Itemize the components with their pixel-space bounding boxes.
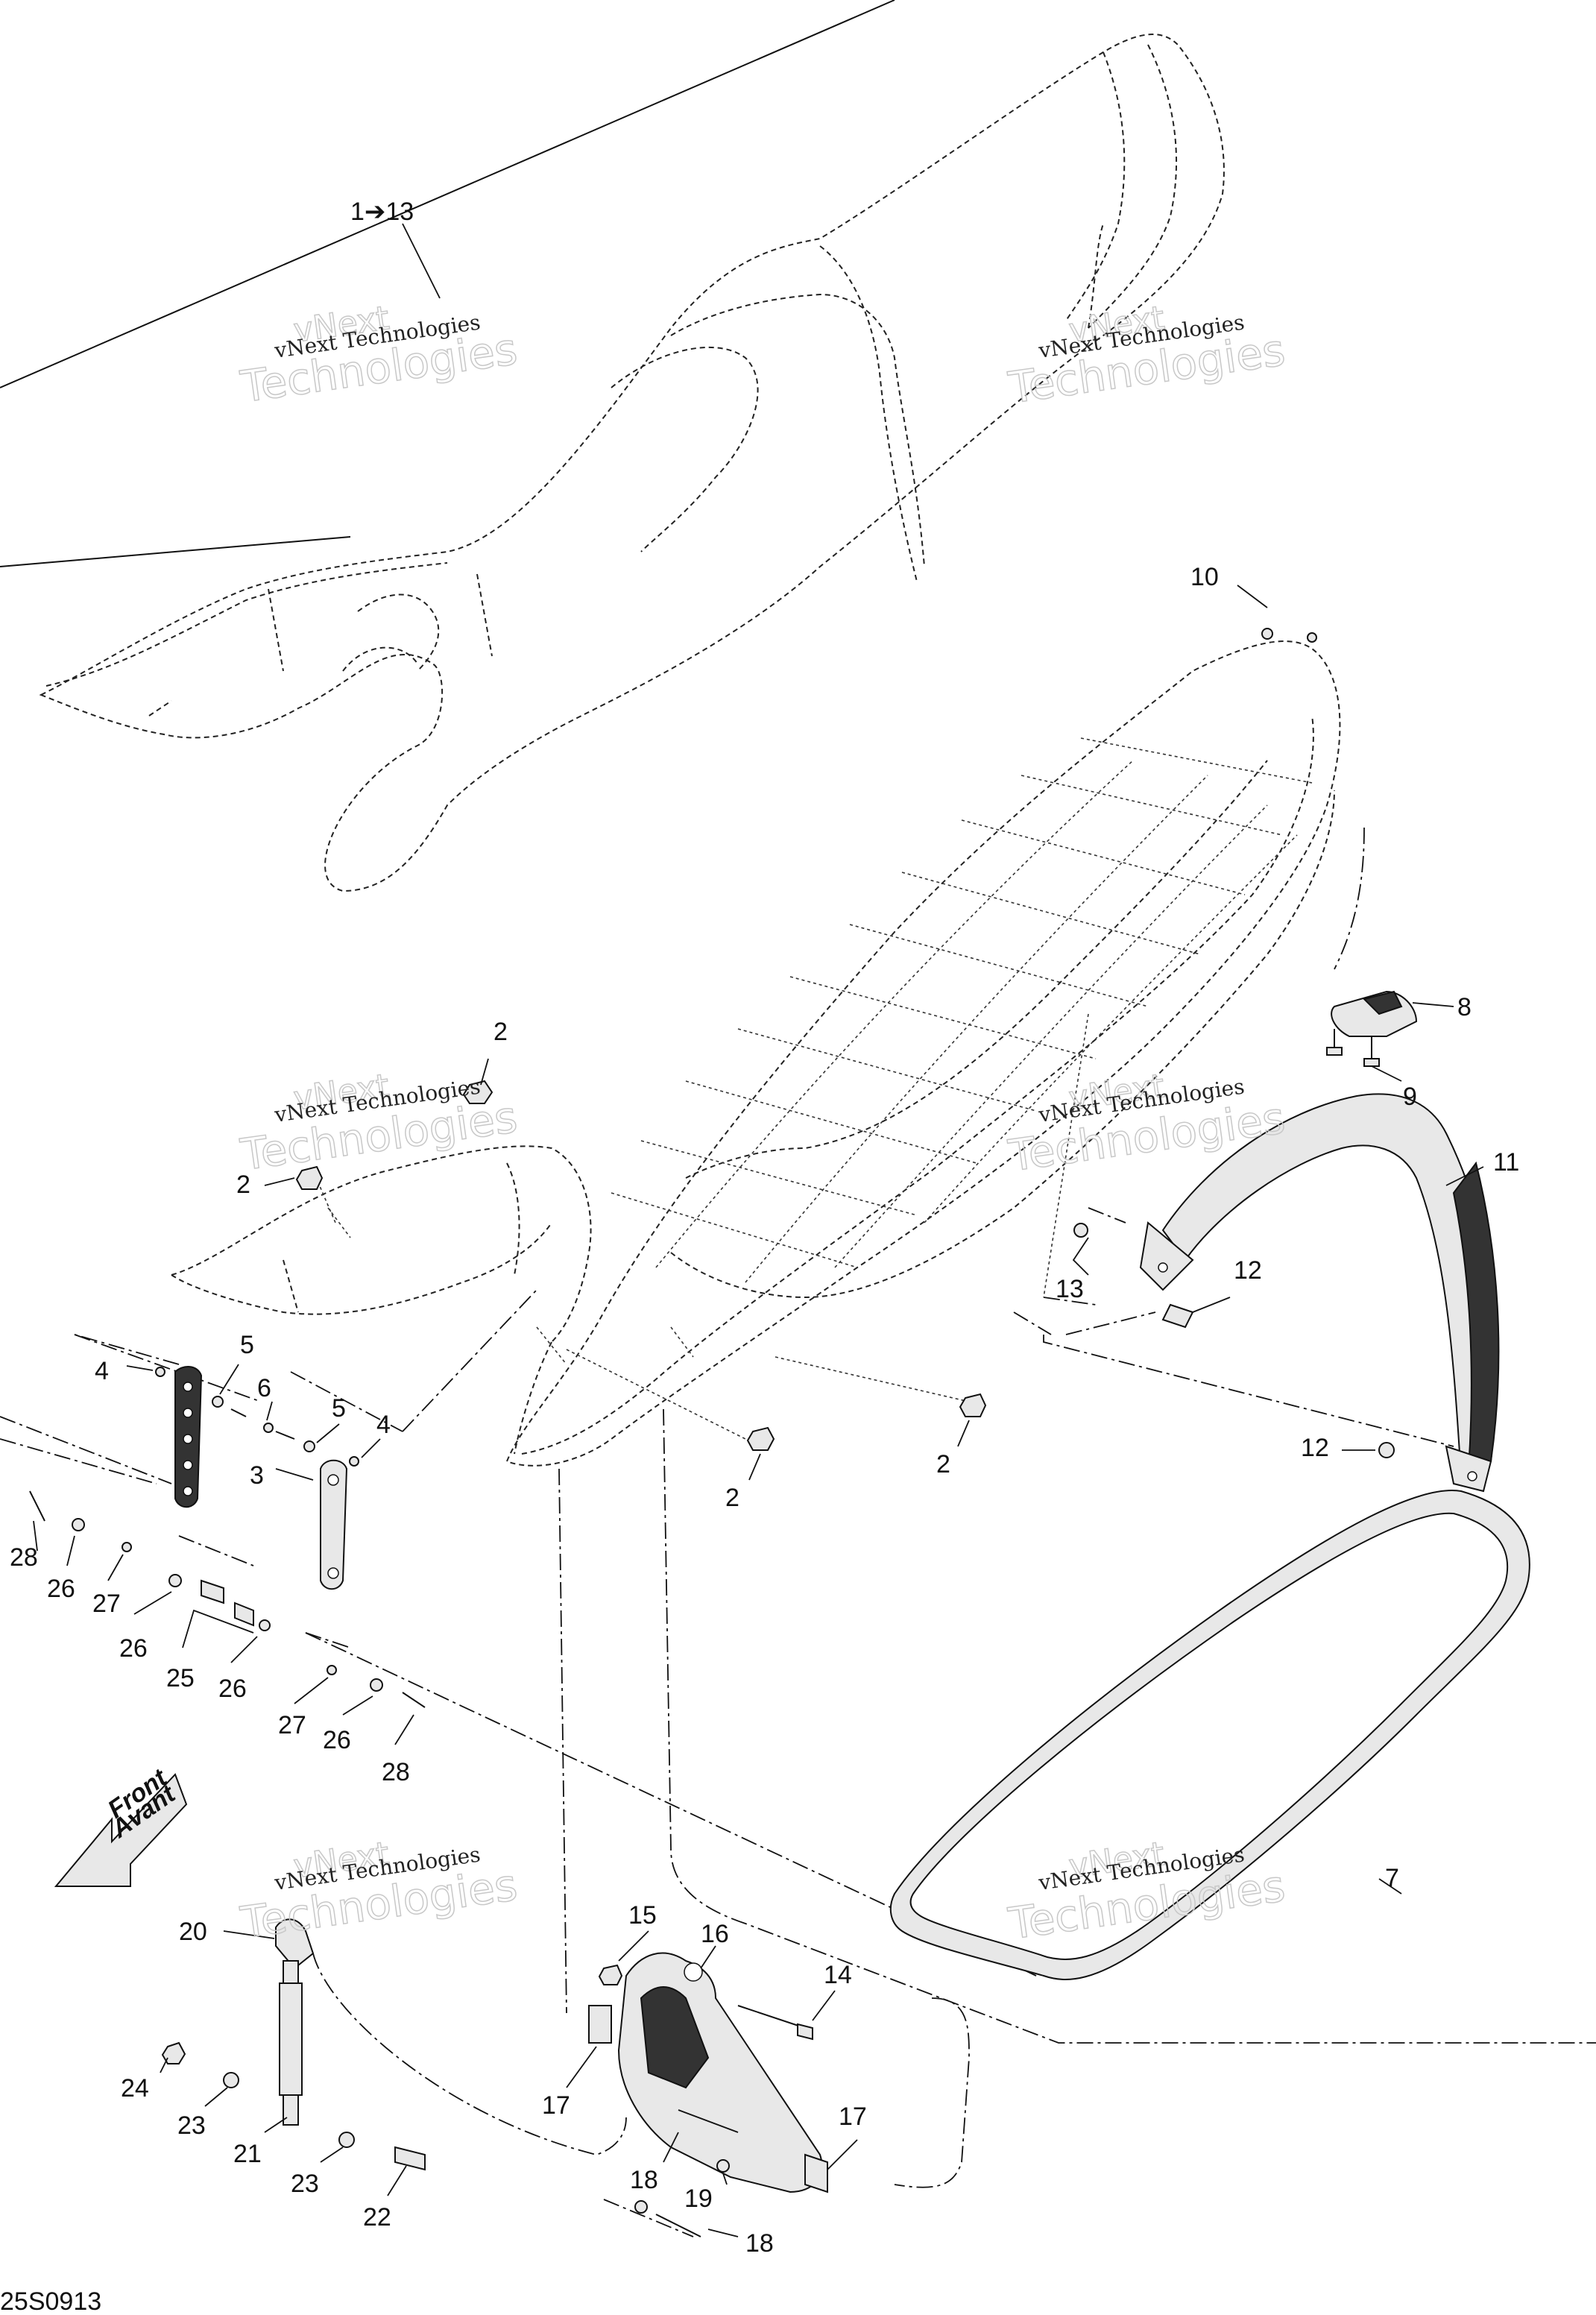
diagram-id: 25S0913 [0,2287,101,2315]
callout-2-center: 2 [725,1484,739,1512]
callout-7: 7 [1385,1864,1399,1892]
callout-21: 21 [233,2140,262,2168]
callout-17-right: 17 [839,2103,867,2131]
callout-2-right: 2 [936,1450,950,1478]
callout-19: 19 [684,2185,713,2213]
seat-gasket [889,1490,1530,1980]
callout-27-left: 27 [92,1590,121,1618]
callout-26-a: 26 [47,1575,75,1603]
callout-4-right: 4 [376,1411,391,1439]
callout-10: 10 [1190,563,1219,591]
callout-6: 6 [257,1374,271,1402]
callout-9: 9 [1403,1083,1417,1111]
callout-2-left: 2 [236,1171,250,1199]
callout-2-top: 2 [493,1018,508,1046]
nuts [295,628,1395,1458]
callout-4-left: 4 [95,1357,109,1385]
callout-28-left: 28 [10,1543,38,1572]
callout-14: 14 [824,1961,852,1989]
callout-26-b: 26 [119,1634,148,1663]
callout-23-b: 23 [291,2170,319,2198]
callout-5-left: 5 [240,1331,254,1359]
watermarks: vNext Technologies vNext Technologies vN… [237,298,1289,1950]
leader-lines [33,223,1484,2237]
callout-25: 25 [166,1664,195,1692]
callout-17-left: 17 [542,2091,570,2120]
callout-26-d: 26 [323,1726,351,1754]
callout-15: 15 [628,1901,657,1930]
callout-11: 11 [1493,1148,1519,1177]
callout-labels: 1➔13 10 8 9 11 12 13 12 2 2 2 2 4 5 6 5 … [10,198,1519,2258]
callout-20: 20 [179,1918,207,1946]
callout-16: 16 [701,1920,729,1948]
callout-28-right: 28 [382,1758,410,1786]
callout-18-bottom: 18 [745,2229,774,2258]
support-bracket [588,1952,828,2237]
callout-8: 8 [1457,993,1472,1021]
callout-3: 3 [250,1461,264,1490]
callout-5-right: 5 [332,1394,346,1423]
callout-13: 13 [1056,1275,1084,1303]
callout-22: 22 [363,2203,391,2231]
links [29,1366,426,1708]
seat-cover [0,0,1225,892]
seat-latch [1326,990,1418,1067]
callout-24: 24 [121,2074,149,2103]
callout-26-c: 26 [218,1675,247,1703]
shock-absorber [161,1918,426,2171]
seat-frame [171,640,1341,1467]
callout-23-a: 23 [177,2111,206,2140]
callout-18-top: 18 [630,2166,658,2194]
callout-12-top: 12 [1234,1256,1262,1285]
front-arrow-icon: Front Avant [54,1763,188,1887]
callout-12-bottom: 12 [1301,1434,1329,1462]
callout-27-right: 27 [278,1711,306,1739]
callout-1-13: 1➔13 [350,198,414,226]
seat-strap [1139,1093,1500,1493]
